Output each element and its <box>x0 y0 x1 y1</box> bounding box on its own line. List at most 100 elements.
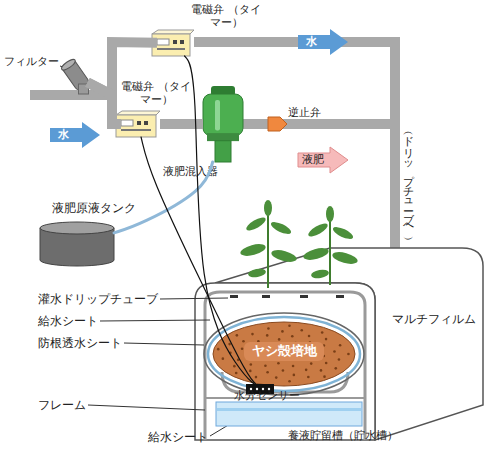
drip-emitter <box>230 295 238 298</box>
coir-grain <box>233 365 236 368</box>
nutrient-reservoir: 養液貯留槽（貯水槽） <box>216 402 362 426</box>
coir-grain <box>277 362 280 365</box>
coir-grain <box>308 335 311 338</box>
valve-display <box>157 39 169 45</box>
coir-ellipse <box>213 322 355 386</box>
coir-grain <box>333 350 336 353</box>
water-pipe <box>92 85 116 124</box>
coir-grain <box>255 376 258 379</box>
solenoid-valve-outline <box>116 111 160 137</box>
plant-leaf <box>306 221 329 239</box>
valve-button <box>180 40 184 44</box>
plant-leaf <box>310 268 329 279</box>
valve-button <box>144 121 148 125</box>
water-pipe <box>194 42 395 252</box>
sensor-wire <box>185 56 255 384</box>
nutrient-reservoir-outline <box>216 402 362 426</box>
node-text: ヤシ殻培地 <box>244 342 324 361</box>
drip-emitter <box>336 295 344 298</box>
water-pipe <box>160 119 203 129</box>
coir-grain <box>334 367 337 370</box>
node-text: 水分センサー <box>234 390 300 403</box>
flow-label: 水 <box>306 35 317 48</box>
plant-leaf <box>244 215 267 233</box>
coir-grain <box>288 380 291 383</box>
leader-line <box>160 298 228 299</box>
tank-top <box>40 222 114 234</box>
coir-grain <box>292 365 295 368</box>
supply-sheet <box>208 317 360 391</box>
plant-leaf <box>331 250 359 266</box>
coir-grain <box>305 369 308 372</box>
coir-grain <box>281 330 284 333</box>
plant-leaf <box>247 267 266 278</box>
valve-strip <box>121 129 151 131</box>
valve-strip <box>157 48 185 50</box>
valve-body <box>152 34 190 56</box>
frame <box>205 292 365 440</box>
mixer-ring <box>207 133 239 141</box>
filter-unit-outline <box>62 60 92 94</box>
flow-arrow <box>50 122 100 148</box>
part-label: 給水シート <box>148 430 208 444</box>
node-text: 電磁弁 （タイマー） <box>120 81 192 106</box>
node-text: フィルター <box>4 56 59 69</box>
coir-grain <box>339 344 342 347</box>
part-label: 灌水ドリップチューブ <box>38 292 158 306</box>
plant-leaf <box>269 220 292 237</box>
filter-cap <box>60 58 77 72</box>
coir-grain <box>241 347 244 350</box>
plant-leaf <box>326 206 334 222</box>
coir-grain <box>291 335 294 338</box>
coir-grain <box>236 334 239 337</box>
node-text: 液肥原液タンク <box>52 202 136 216</box>
leader-line <box>100 320 210 321</box>
coir-grain <box>325 338 328 341</box>
flow-label: 液肥 <box>302 153 324 166</box>
solenoid-valve: 電磁弁 （タイマー） <box>152 30 194 56</box>
mulch-tunnel-front <box>195 283 375 440</box>
fertilizer-pipe <box>243 119 395 129</box>
valve-body <box>116 115 156 137</box>
coir-grain <box>310 362 313 365</box>
plant-leaf <box>239 242 267 258</box>
coir-grain <box>275 376 278 379</box>
water-surface <box>217 408 361 411</box>
plant-leaf <box>270 248 298 264</box>
leader-line <box>88 405 205 410</box>
coir-grain <box>264 364 267 367</box>
coir-grain <box>249 370 252 373</box>
coir-grain <box>251 333 254 336</box>
coir-grain <box>307 376 310 379</box>
stock-tank-outline <box>40 222 114 266</box>
plant-leaf <box>331 225 354 242</box>
mixer-tube <box>215 141 231 162</box>
plant-leaf <box>264 200 272 216</box>
sensor-wire <box>141 137 256 384</box>
fertilizer-mixer: 液肥混入器 <box>203 86 243 162</box>
coir-grain <box>282 369 285 372</box>
solenoid-valve-outline <box>152 30 194 56</box>
flow-arrow <box>298 29 348 55</box>
valve-display <box>121 120 133 126</box>
node-text: 養液貯留槽（貯水槽） <box>288 430 398 443</box>
coir-grain <box>278 338 281 341</box>
coir-medium: ヤシ殻培地 <box>213 322 355 386</box>
plant-leaf <box>302 246 330 262</box>
coir-grain <box>300 329 303 332</box>
coir-grain <box>321 331 324 334</box>
coir-grain <box>267 327 270 330</box>
coir-grain <box>266 334 269 337</box>
coir-grain <box>250 363 253 366</box>
coir-grain <box>347 353 350 356</box>
flow-label: 水 <box>58 128 69 141</box>
mixer-highlight <box>215 100 220 130</box>
check-valve <box>268 117 287 131</box>
flow-arrow <box>298 147 348 173</box>
coir-grain <box>222 357 225 360</box>
coir-grain <box>325 362 328 365</box>
note-label: （ドリップチューブへ） <box>402 128 415 230</box>
valve-button <box>137 121 141 125</box>
